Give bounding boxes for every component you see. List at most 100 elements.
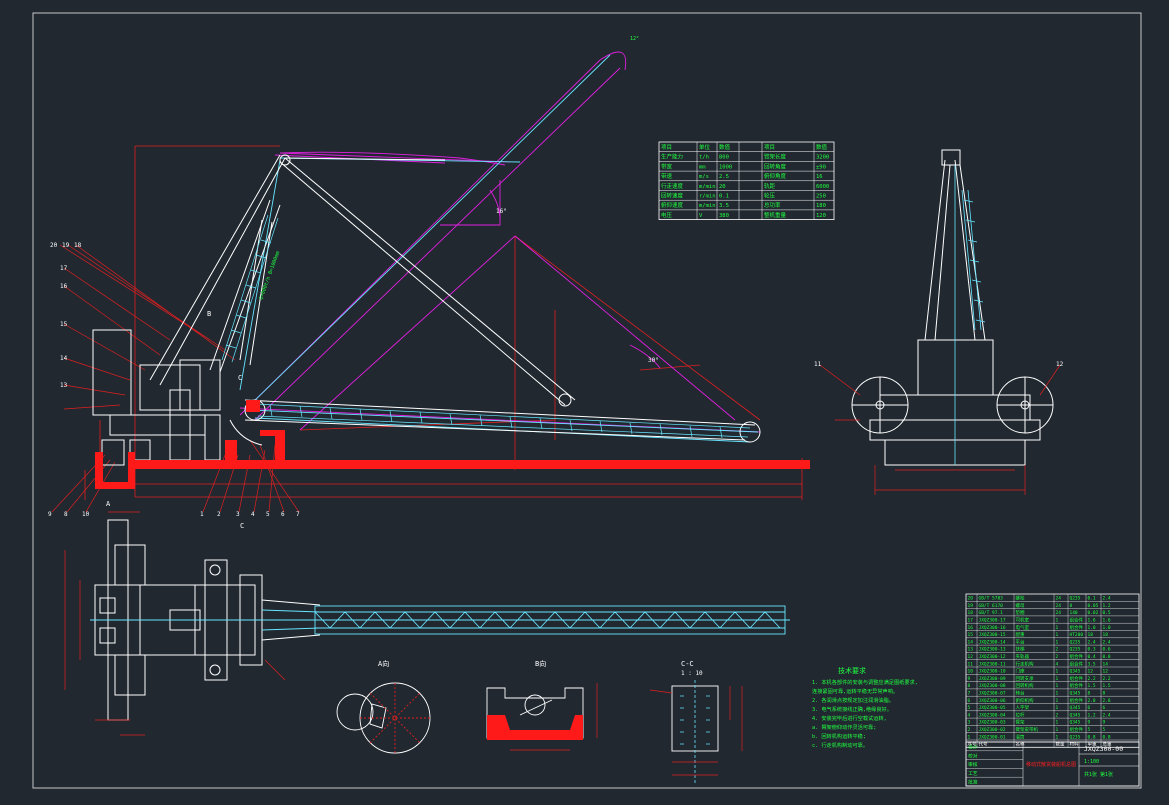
- spec-table-cell: 俯仰角度: [764, 172, 787, 180]
- parts-list-cell: Q345: [1070, 691, 1081, 697]
- spec-table-cell: t/h: [699, 155, 709, 161]
- parts-list-cell: 2.8: [1088, 698, 1096, 704]
- parts-list-cell: 行走机构: [1016, 660, 1034, 667]
- parts-list-cell: 1: [1056, 632, 1059, 638]
- title-block-role: 审核: [968, 761, 978, 768]
- parts-list-cell: 14: [968, 639, 974, 645]
- spec-table-cell: 数值: [816, 143, 828, 151]
- title-block-role: 批准: [968, 779, 978, 786]
- parts-list-cell: 2: [968, 727, 971, 733]
- parts-list-cell: 5: [1088, 727, 1091, 733]
- parts-list-cell: GB/T 97.1: [979, 610, 1004, 616]
- parts-list-cell: 1.6: [1103, 618, 1111, 624]
- parts-list-cell: 拉杆: [1016, 711, 1025, 718]
- spec-table-cell: 3200: [816, 155, 829, 161]
- spec-table-cell: 6000: [816, 184, 829, 190]
- spec-table-cell: 总功率: [764, 201, 781, 209]
- parts-list-cell: 1.6: [1088, 618, 1096, 624]
- parts-list-cell: 2.4: [1103, 639, 1111, 645]
- detail-view-a: A向: [336, 659, 431, 754]
- parts-list-cell: 0.4: [1088, 654, 1096, 660]
- parts-list-cell: 1.5: [1103, 683, 1111, 689]
- parts-list-cell: 俯仰机构: [1016, 697, 1034, 704]
- parts-list-cell: JXQZ300-07: [979, 691, 1006, 697]
- parts-list-header-cell: 材料: [1070, 741, 1079, 748]
- section-marker-c2: C: [238, 374, 242, 382]
- parts-list-cell: 8: [968, 683, 971, 689]
- parts-list-cell: 平台: [1016, 638, 1025, 645]
- parts-list-cell: 12: [968, 654, 974, 660]
- spec-table-cell: 回转速度: [661, 192, 684, 200]
- notes-line: 2. 各润滑点按规定加注润滑油脂。: [812, 696, 894, 704]
- plan-view: [64, 511, 790, 736]
- section-marker-b: B: [207, 310, 211, 318]
- parts-list-cell: 24: [1056, 596, 1062, 602]
- spec-table-cell: m/s: [699, 174, 709, 180]
- spec-table-cell: 带速: [661, 173, 673, 180]
- parts-list-cell: JXQZ300-01: [979, 734, 1006, 740]
- notes-line: 1. 本机各部件的安装与调整应满足图纸要求,: [812, 678, 918, 686]
- parts-list-cell: 螺母: [1016, 602, 1025, 609]
- parts-list-cell: 6: [1088, 705, 1091, 711]
- parts-list-cell: Q235: [1070, 639, 1081, 645]
- parts-list-cell: 组合件: [1070, 682, 1084, 689]
- parts-list-cell: 2: [1056, 654, 1059, 660]
- balloon-8: 8: [64, 511, 68, 518]
- notes-title: 技术要求: [838, 666, 866, 675]
- parts-list-cell: 10: [968, 669, 974, 675]
- spec-table-cell: 数值: [719, 143, 731, 151]
- section-marker-a: A: [106, 500, 111, 508]
- parts-list-cell: 1: [1056, 625, 1059, 631]
- drawing-number: JXQZ300-00: [1084, 745, 1123, 753]
- parts-list-cell: 1: [1056, 705, 1059, 711]
- parts-list-cell: 2: [1056, 647, 1059, 653]
- parts-list-frame: [965, 593, 1140, 748]
- swing-envelope: [239, 51, 761, 433]
- parts-list-cell: JXQZ300-12: [979, 654, 1006, 660]
- parts-list-cell: 0.5: [1103, 610, 1111, 616]
- svg-text:Q=800t/h B=1000mm: Q=800t/h B=1000mm: [258, 251, 281, 301]
- detail-cc-scale: 1 : 10: [681, 670, 703, 677]
- spec-table-cell: 俯仰速度: [661, 201, 684, 209]
- parts-list-cell: 1.0: [1103, 625, 1111, 631]
- parts-list-cell: 0.8: [1103, 734, 1111, 740]
- parts-list-cell: 1: [1056, 698, 1059, 704]
- parts-list-cell: JXQZ300-10: [979, 669, 1006, 675]
- notes-line: c. 行走机构制动可靠。: [812, 741, 868, 749]
- parts-list-cell: JXQZ300-11: [979, 661, 1006, 667]
- parts-list-cell: 0.6: [1103, 647, 1111, 653]
- spec-table-cell: mm: [699, 164, 706, 170]
- parts-list-cell: 4: [1056, 661, 1059, 667]
- drawing-title: 移动式散货装船机总图: [1026, 761, 1076, 768]
- spec-table-cell: 3.5: [719, 203, 729, 209]
- parts-list-cell: Q345: [1070, 669, 1081, 675]
- spec-table-cell: 行走速度: [661, 182, 684, 190]
- parts-list-cell: 8: [1070, 603, 1073, 609]
- balloon-6: 6: [281, 511, 285, 518]
- parts-list-cell: JXQZ300-16: [979, 625, 1006, 631]
- parts-list-header-cell: 数量: [1056, 741, 1065, 748]
- notes-line: b. 回转机构运转平稳;: [812, 732, 866, 740]
- parts-list-cell: 12: [1103, 669, 1109, 675]
- detail-a-label: A向: [378, 659, 389, 668]
- parts-list-cell: JXQZ300-04: [979, 712, 1006, 718]
- parts-list-cell: 9: [968, 676, 971, 682]
- balloon-7: 7: [296, 511, 300, 518]
- parts-list-cell: 组合件: [1070, 660, 1084, 667]
- detail-view-b: B向: [486, 659, 598, 751]
- balloon-10: 10: [82, 511, 90, 518]
- parts-list-cell: 24: [1056, 610, 1062, 616]
- spec-table-cell: 项目: [661, 144, 672, 151]
- parts-list-cell: 1.2: [1088, 712, 1096, 718]
- spec-table-cell: 生产能力: [661, 153, 683, 161]
- parts-list-cell: 13: [968, 647, 974, 653]
- title-block-role: 设计: [968, 744, 978, 751]
- parts-list-cell: 2.4: [1088, 639, 1096, 645]
- parts-list-cell: 14: [1103, 661, 1109, 667]
- angle-labels: 30° 16°: [496, 208, 659, 364]
- parts-list-header-cell: 单重: [1088, 741, 1097, 748]
- angle-label-a: 30°: [648, 357, 659, 364]
- parts-list-cell: 1: [1056, 669, 1059, 675]
- parts-list-cell: 3.5: [1088, 661, 1096, 667]
